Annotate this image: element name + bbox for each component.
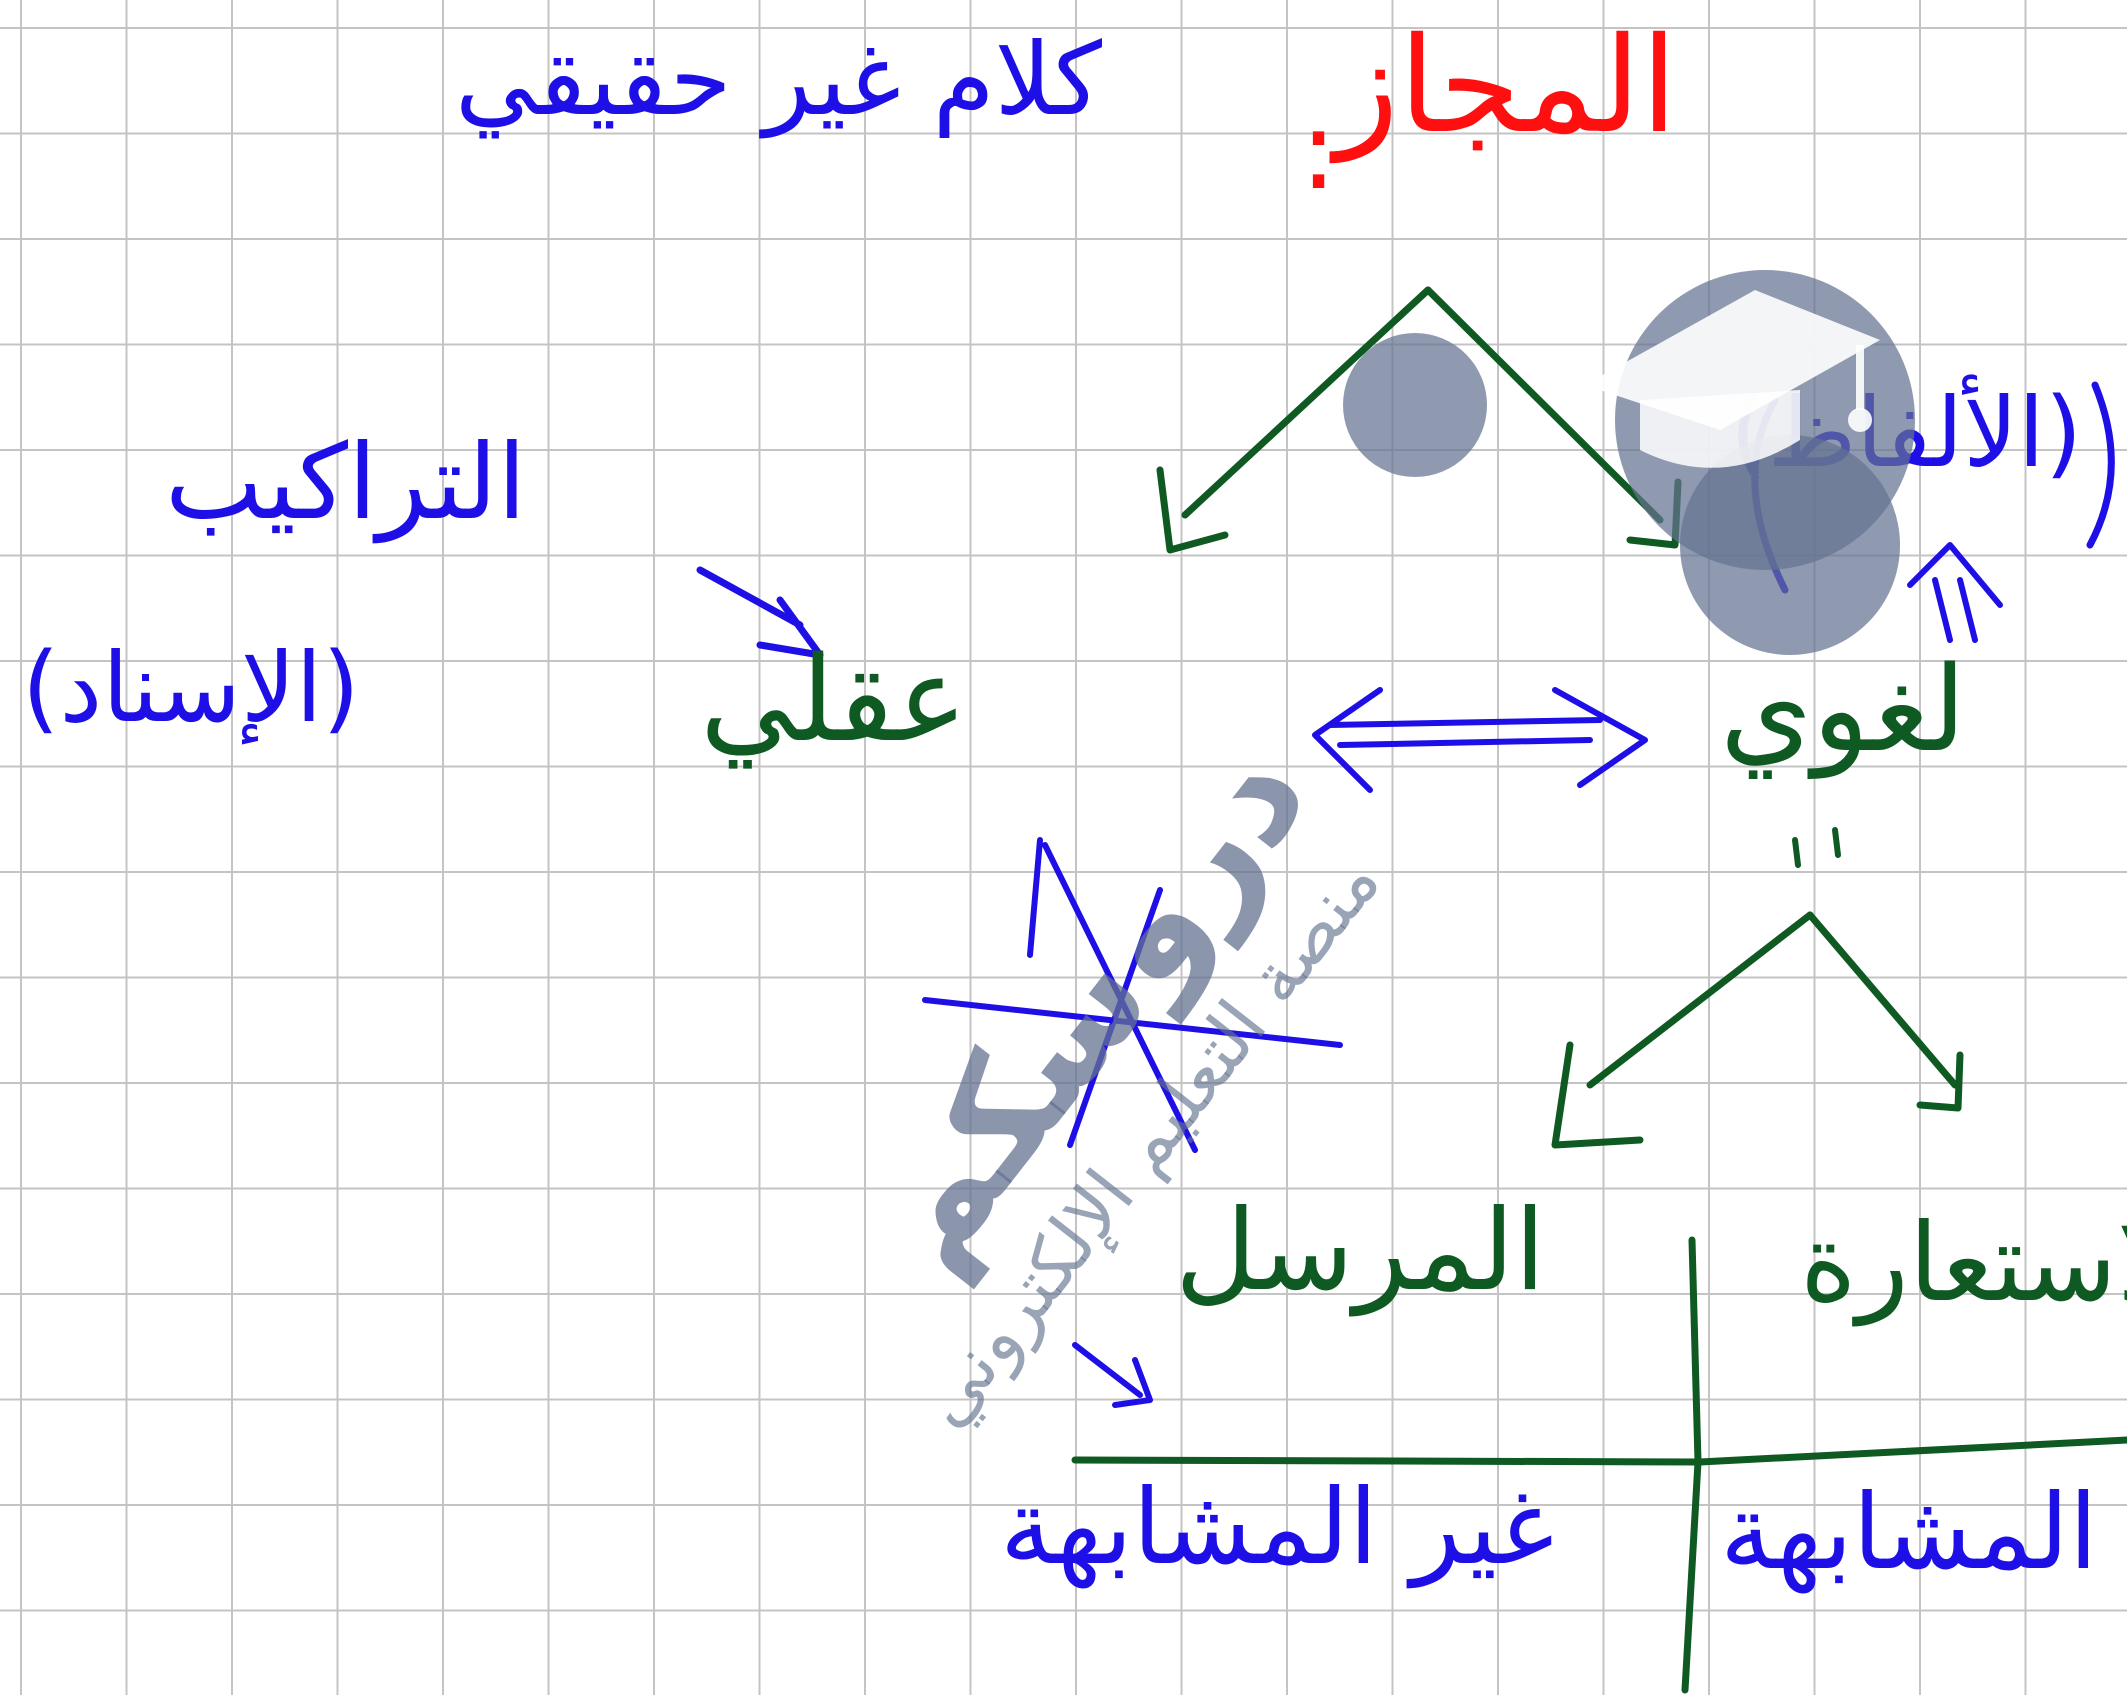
istiara-relation: المشابهة xyxy=(1720,1471,2098,1593)
alfaz-close-paren xyxy=(2086,381,2115,549)
alfaz-note: (الألفاظ) xyxy=(1730,377,2083,489)
table-vertical-line xyxy=(1681,1236,1702,1694)
mursal-arrow xyxy=(1072,1342,1153,1408)
definition-text: كلام غير حقيقي xyxy=(455,21,1102,138)
right-branch-label: لغوي xyxy=(1720,640,1967,778)
alfaz-up-arrow xyxy=(1907,542,2003,643)
root-arrow-right xyxy=(1424,286,1682,549)
lughawi-branch-left xyxy=(1551,911,1814,1149)
lughawi-branch-right xyxy=(1806,911,1964,1112)
root-arrow-left xyxy=(1156,286,1432,554)
mursal-label: المرسل xyxy=(1175,1186,1546,1316)
mursal-relation: غير المشابهة xyxy=(1000,1466,1555,1588)
isnad-note: (الإسناد) xyxy=(22,632,360,744)
double-arrow xyxy=(1312,687,1648,793)
lughawi-dots xyxy=(1792,827,1841,868)
table-horizontal-line xyxy=(1071,1436,2127,1466)
tarakib-arrow xyxy=(696,566,824,659)
left-branch-label: عقلي xyxy=(700,630,968,768)
istiara-label: الاستعارة xyxy=(1800,1201,2127,1326)
root-separator: : xyxy=(1300,86,1338,214)
cross-out-icon xyxy=(922,837,1343,1153)
tarakib-note: التراكيب xyxy=(165,421,527,543)
root-label: المجاز xyxy=(1335,9,1678,163)
